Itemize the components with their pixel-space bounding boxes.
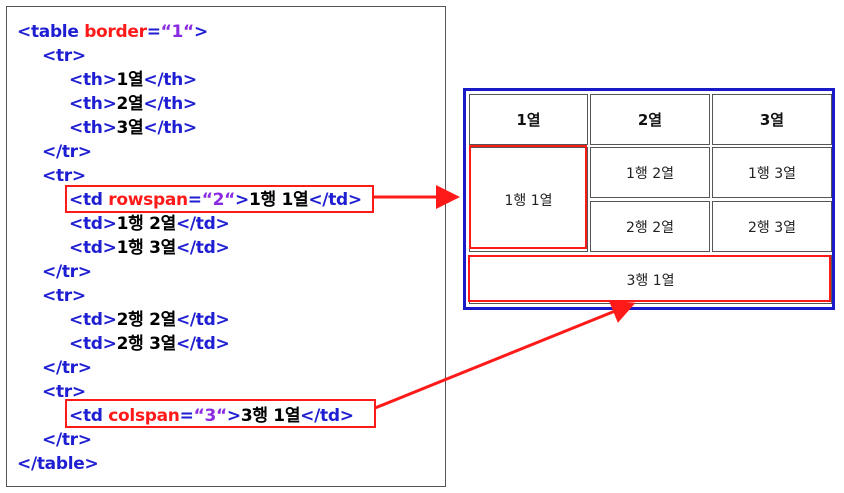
code-line-tr-open: <tr>: [42, 286, 86, 306]
code-line-tr-close: </tr>: [42, 142, 92, 162]
code-line-td-rowspan: <td rowspan=“2“>1행 1열</td>: [69, 188, 362, 212]
code-text: 2열: [116, 94, 144, 114]
code-tag: </td>: [175, 238, 230, 258]
code-tag: <td: [69, 190, 109, 210]
code-value: “1“: [160, 22, 195, 42]
table-header-cell: 1열: [469, 94, 588, 145]
code-tag: </td>: [300, 406, 354, 426]
code-line-tr-close: </tr>: [42, 262, 92, 282]
code-tag: <th>: [69, 118, 117, 138]
code-text: 3행 1열: [240, 406, 301, 426]
code-tag: <td>: [69, 334, 117, 354]
colspan-highlight-box: [65, 399, 376, 428]
code-text: 1행 3열: [116, 238, 177, 258]
code-tag: </td>: [175, 214, 230, 234]
table-cell: 2행 2열: [590, 201, 710, 252]
code-text: 2행 3열: [116, 334, 177, 354]
code-line-td-colspan: <td colspan=“3“>3행 1열</td>: [69, 404, 354, 428]
code-tag: >: [235, 190, 249, 210]
code-tag: </td>: [308, 190, 362, 210]
code-line-td: <td>2행 2열</td>: [69, 308, 230, 332]
code-tag: <td>: [69, 310, 117, 330]
table-cell: 1행 2열: [590, 147, 710, 198]
code-line-tr-open: <tr>: [42, 46, 86, 66]
rendered-table: 1열 2열 3열 1행 1열 1행 2열 1행 3열 2행 2열 2행 3열 3…: [463, 88, 835, 310]
code-value: “2“: [201, 190, 236, 210]
code-tag: >: [226, 406, 241, 426]
colspan-cell-highlight: [468, 255, 831, 302]
html-code-panel: <table border=“1“> <tr> <th>1열</th> <th>…: [6, 6, 446, 487]
code-text: 1행 1열: [248, 190, 309, 210]
code-eq: =: [146, 22, 161, 42]
code-tag: <td>: [69, 214, 117, 234]
code-line-table-close: </table>: [17, 454, 99, 474]
code-line-th: <th>3열</th>: [69, 116, 197, 140]
table-header-cell: 3열: [712, 94, 832, 145]
code-line-td: <td>1행 2열</td>: [69, 212, 230, 236]
code-tag: <th>: [69, 70, 117, 90]
code-tag: <td>: [69, 238, 117, 258]
code-line-tr-close: </tr>: [42, 430, 92, 450]
table-cell: 1행 3열: [712, 147, 832, 198]
code-attr: rowspan: [108, 190, 188, 210]
code-line-td: <td>1행 3열</td>: [69, 236, 230, 260]
code-line-td: <td>2행 3열</td>: [69, 332, 230, 356]
code-line-tr-close: </tr>: [42, 358, 92, 378]
code-eq: =: [187, 190, 202, 210]
code-text: 1열: [116, 70, 144, 90]
code-line-tr-open: <tr>: [42, 382, 86, 402]
code-line-th: <th>1열</th>: [69, 68, 197, 92]
code-tag: </th>: [143, 118, 197, 138]
code-tag: </th>: [143, 94, 197, 114]
rowspan-cell-highlight: [469, 145, 587, 249]
colspan-arrow: [374, 300, 636, 410]
code-tag: <th>: [69, 94, 117, 114]
code-line-tr-open: <tr>: [42, 166, 86, 186]
code-tag: </td>: [175, 310, 230, 330]
code-text: 2행 2열: [116, 310, 177, 330]
table-cell: 2행 3열: [712, 201, 832, 252]
code-tag: </td>: [175, 334, 230, 354]
code-eq: =: [179, 406, 194, 426]
code-line-th: <th>2열</th>: [69, 92, 197, 116]
code-tag: <td: [69, 406, 109, 426]
code-tag: <table: [17, 22, 85, 42]
code-tag: >: [193, 22, 208, 42]
code-attr: border: [84, 22, 147, 42]
code-value: “3“: [193, 406, 228, 426]
code-text: 1행 2열: [116, 214, 177, 234]
code-line-table-open: <table border=“1“>: [17, 20, 208, 44]
code-attr: colspan: [108, 406, 180, 426]
table-header-cell: 2열: [590, 94, 710, 145]
rowspan-highlight-box: [65, 185, 374, 213]
code-tag: </th>: [143, 70, 197, 90]
code-text: 3열: [116, 118, 144, 138]
